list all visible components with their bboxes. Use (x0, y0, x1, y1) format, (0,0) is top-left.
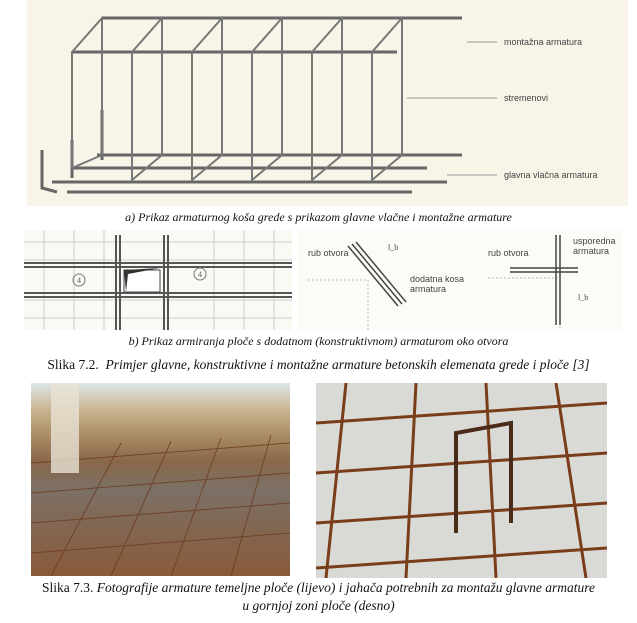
label-glavna: glavna vlačna armatura (504, 170, 598, 180)
dim-lb-middle: l_b (388, 243, 398, 252)
figure-text: Fotografije armature temeljne ploče (lij… (96, 580, 596, 595)
label-rub-otvora-2: rub otvora (488, 248, 529, 258)
figure-b-opening-details: l_b l_b rub otvora dodatna kosa armatura… (298, 230, 622, 330)
label-stremenovi: stremenovi (504, 93, 549, 103)
figure-7-2-caption: Slika 7.2. Primjer glavne, konstruktivne… (0, 357, 637, 373)
figure-7-3-caption: Slika 7.3. Fotografije armature temeljne… (0, 580, 637, 596)
photo-foundation-slab-rebar (30, 383, 291, 577)
figure-text: Primjer glavne, konstruktivne i montažne… (105, 357, 590, 372)
caption-a: a) Prikaz armaturnog koša grede s prikaz… (125, 210, 512, 224)
figure-a-beam-cage: montažna armatura stremenovi glavna vlač… (27, 0, 628, 206)
caption-b: b) Prikaz armiranja ploče s dodatnom (ko… (128, 334, 509, 348)
mark-4-right: 4 (198, 270, 202, 279)
figure-b-slab-plan: 4 4 (24, 230, 292, 330)
label-usporedna: usporedna armatura (573, 236, 616, 256)
label-dodatna-kosa: dodatna kosa armatura (410, 274, 465, 294)
label-rub-otvora-1: rub otvora (308, 248, 349, 258)
mark-4-left: 4 (77, 276, 81, 285)
figure-number: Slika 7.2. (47, 357, 99, 372)
label-montazna: montažna armatura (504, 37, 583, 47)
figure-7-3-caption-line2: u gornjoj zoni ploče (desno) (242, 598, 395, 613)
figure-number: Slika 7.3. (41, 580, 94, 595)
beam-cage-drawing (40, 15, 497, 194)
photo-rebar-chairs (315, 382, 608, 579)
dim-lb-right: l_b (578, 293, 588, 302)
